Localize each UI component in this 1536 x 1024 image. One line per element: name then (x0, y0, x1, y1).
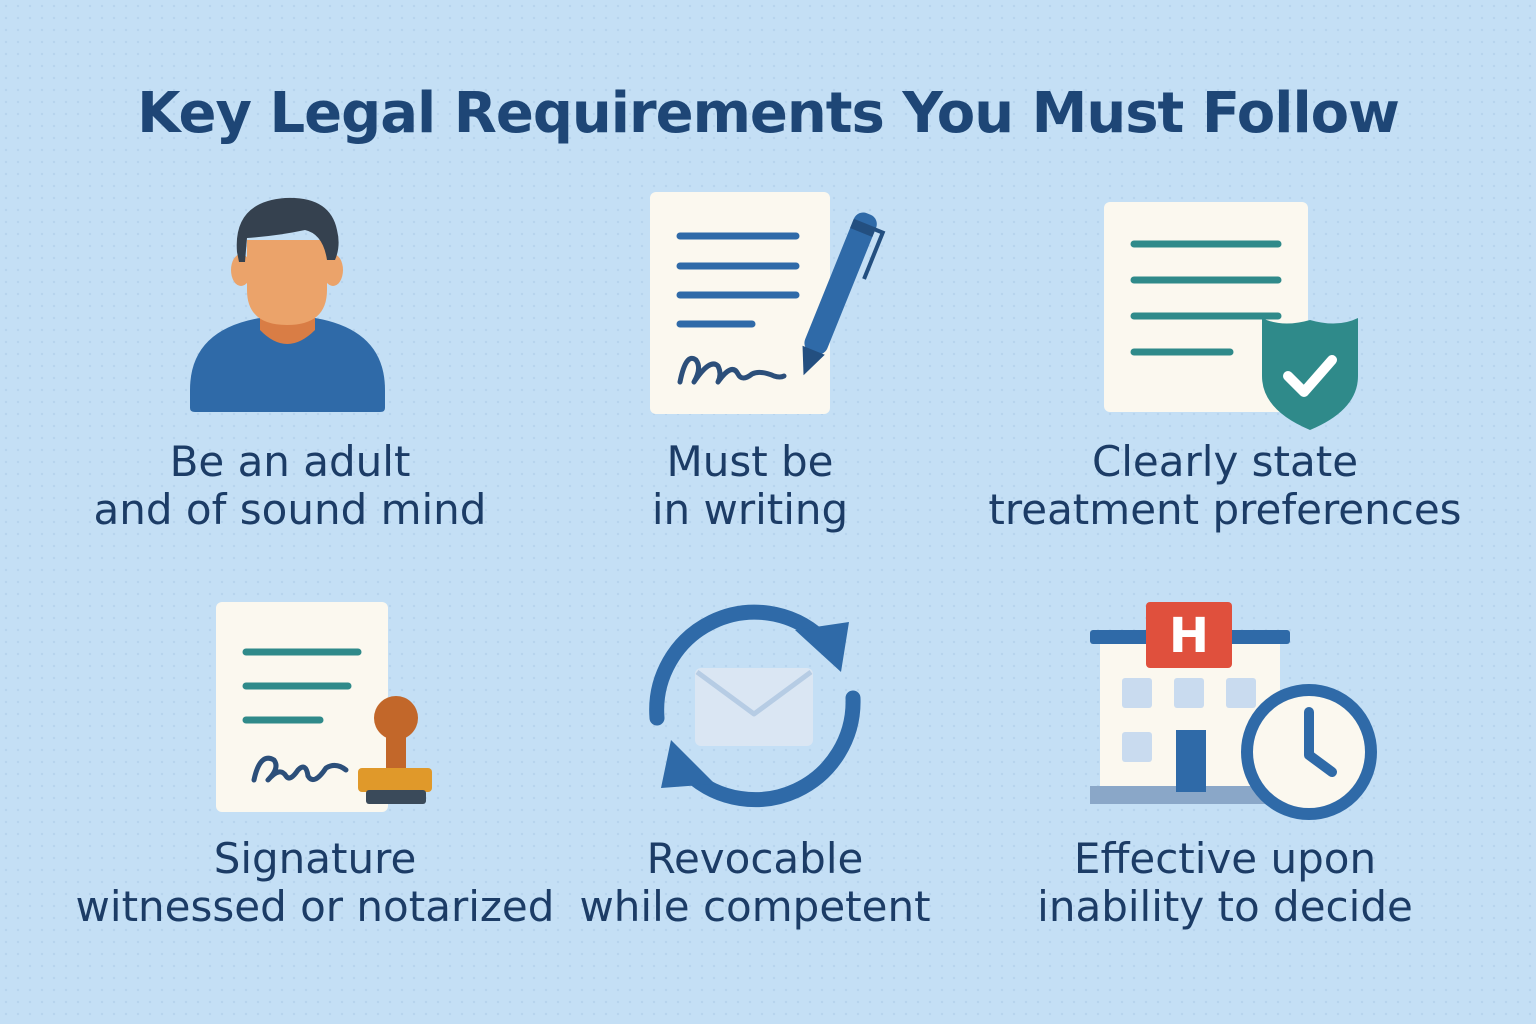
document-shield-check-icon (1104, 202, 1358, 430)
signed-document-pen-icon (650, 192, 886, 414)
caption-line-2: in writing (651, 485, 849, 534)
hospital-sign-letter: H (1169, 608, 1209, 664)
requirement-caption: Revocable while competent (570, 835, 940, 931)
requirement-caption: Effective upon inability to decide (1000, 835, 1450, 931)
person-icon (190, 197, 385, 412)
requirement-caption: Signature witnessed or notarized (60, 835, 570, 931)
page-title: Key Legal Requirements You Must Follow (137, 81, 1400, 146)
caption-line-1: Be an adult (169, 437, 411, 486)
requirement-caption: Must be in writing (560, 438, 940, 534)
requirement-caption: Be an adult and of sound mind (60, 438, 520, 534)
caption-line-1: Revocable (646, 834, 864, 883)
document-stamp-icon (216, 602, 432, 812)
caption-line-1: Must be (666, 437, 834, 486)
caption-line-2: inability to decide (1037, 882, 1413, 931)
caption-line-2: while competent (579, 882, 931, 931)
caption-line-2: witnessed or notarized (75, 882, 555, 931)
caption-line-1: Signature (213, 834, 417, 883)
caption-line-2: treatment preferences (988, 485, 1462, 534)
caption-line-2: and of sound mind (93, 485, 487, 534)
envelope-cycle-icon (649, 604, 861, 808)
requirement-caption: Clearly state treatment preferences (985, 438, 1465, 534)
hospital-clock-icon: H (1090, 602, 1377, 820)
caption-line-1: Effective upon (1073, 834, 1377, 883)
caption-line-1: Clearly state (1091, 437, 1359, 486)
